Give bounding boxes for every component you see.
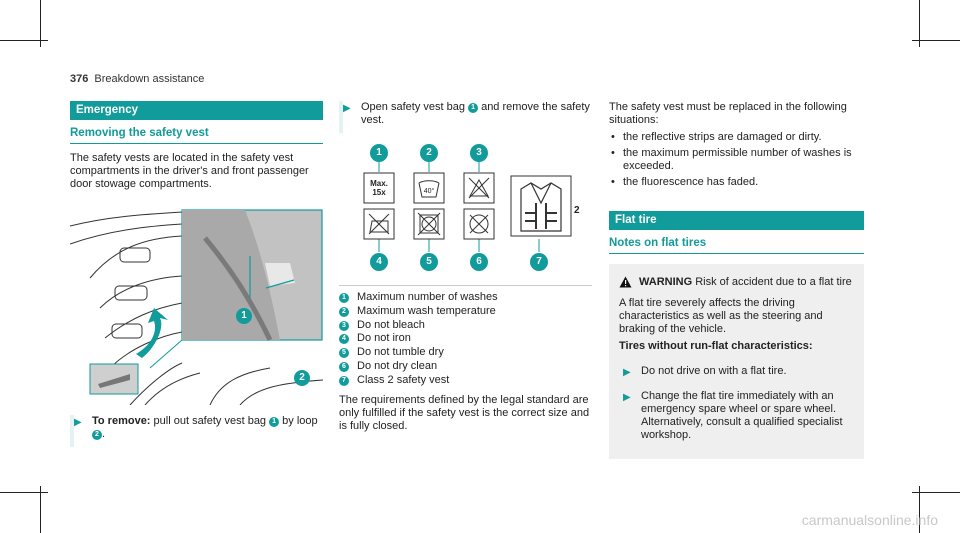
replace-list: the reflective strips are damaged or dir…	[609, 131, 864, 189]
figure-callout-2: 2	[420, 143, 438, 162]
arrow-icon: ▶	[74, 417, 82, 428]
figure-callout-7: 7	[530, 252, 548, 271]
warning-title: Risk of accident due to a flat tire	[692, 276, 852, 288]
list-item: the fluorescence has faded.	[609, 176, 864, 189]
warning-step: ▶ Change the flat tire immediately with …	[623, 390, 843, 441]
section-bar-flat-tire: Flat tire	[609, 211, 864, 230]
page-number: 376	[70, 73, 89, 85]
care-label-figure: Max. 15x 40° 2 1 2 3 4 5 6 7	[339, 139, 592, 287]
subheading-notes-flat-tires: Notes on flat tires	[609, 237, 864, 254]
replace-intro: The safety vest must be replaced in the …	[609, 101, 847, 126]
step-open-bag: ▶ Open safety vest bag 1 and remove the …	[339, 101, 592, 133]
warning-bold: Tires without run-flat characteristics:	[619, 340, 813, 352]
page-header: 376 Breakdown assistance	[70, 73, 204, 85]
step-remove: ▶ To remove: pull out safety vest bag 1 …	[70, 415, 323, 447]
arrow-icon: ▶	[343, 103, 351, 114]
warning-header: WARNING Risk of accident due to a flat t…	[619, 276, 854, 289]
crop-mark	[0, 40, 48, 41]
max-washes-label: Max. 15x	[370, 179, 388, 197]
warning-box: WARNING Risk of accident due to a flat t…	[609, 264, 864, 459]
section-bar-emergency: Emergency	[70, 101, 323, 120]
column-1: Emergency Removing the safety vest The s…	[69, 101, 324, 447]
callout-2: 2	[294, 368, 310, 386]
callout-1: 1	[236, 306, 252, 324]
figure-callout-1: 1	[370, 143, 388, 162]
crop-mark	[0, 492, 48, 493]
note-text: The requirements defined by the legal st…	[339, 393, 590, 432]
arrow-icon: ▶	[623, 367, 631, 378]
figure-divider	[339, 285, 592, 286]
figure-callout-5: 5	[420, 252, 438, 271]
list-item: the reflective strips are damaged or dir…	[609, 131, 864, 144]
door-compartment-image	[69, 208, 324, 406]
warning-icon	[619, 276, 632, 288]
watermark: carmanualsonline.info	[801, 512, 938, 528]
crop-mark	[40, 486, 41, 533]
crop-mark	[912, 492, 960, 493]
crop-mark	[919, 486, 920, 533]
subheading-removing-vest: Removing the safety vest	[70, 127, 323, 144]
warning-step: ▶ Do not drive on with a flat tire.	[623, 365, 787, 378]
vest-class-label: 2	[574, 205, 580, 216]
figure-callout-6: 6	[470, 252, 488, 271]
section-title: Breakdown assistance	[94, 73, 205, 85]
crop-mark	[912, 40, 960, 41]
warning-label: WARNING	[639, 276, 693, 288]
figure-callout-4: 4	[370, 252, 388, 271]
wash-temp-label: 40°	[423, 188, 435, 195]
figure-callout-3: 3	[470, 143, 488, 162]
crop-mark	[40, 0, 41, 47]
column-3: The safety vest must be replaced in the …	[609, 101, 864, 459]
column-2: ▶ Open safety vest bag 1 and remove the …	[339, 101, 592, 433]
door-illustration: 1 2	[69, 208, 324, 406]
intro-text: The safety vests are located in the safe…	[70, 152, 309, 190]
care-symbols-image	[363, 157, 572, 252]
arrow-icon: ▶	[623, 392, 631, 403]
warning-body: A flat tire severely affects the driving…	[619, 297, 823, 335]
crop-mark	[919, 0, 920, 47]
list-item: the maximum permissible number of washes…	[609, 147, 864, 173]
